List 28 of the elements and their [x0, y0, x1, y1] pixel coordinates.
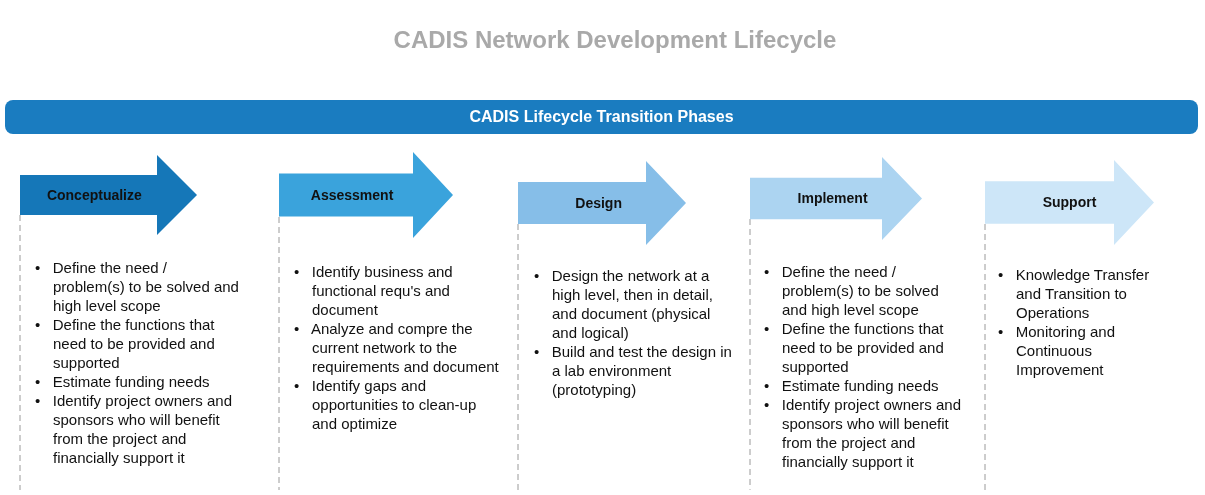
- title: CADIS Network Development Lifecycle: [392, 25, 838, 55]
- arrow-shape: [750, 157, 922, 240]
- bullet-item: • Define the need / problem(s) to be solved and high level scope: [764, 262, 940, 319]
- phase-label: Assessment: [310, 185, 394, 205]
- phase-label: Implement: [797, 189, 868, 208]
- arrow-shape: [279, 152, 453, 238]
- phase-label: Design: [575, 193, 622, 213]
- bullet-item: • Knowledge Transfer and Transition to Operations: [998, 265, 1151, 322]
- bullet-item: • Design the network at a high level, then in detail, and document (physical and logical): [534, 266, 714, 342]
- arrow-shape: [985, 160, 1154, 245]
- bullet-item: • Analyze and compre the current network to the requirements and document: [294, 319, 500, 376]
- bullet-item: • Build and test the design in a lab environment (prototyping): [534, 342, 733, 399]
- bullet-item: • Estimate funding needs: [35, 372, 211, 391]
- bullet-item: • Identify project owners and sponsors who will benefit from the project and financially support it: [35, 391, 234, 467]
- phase-banner: [5, 100, 1198, 134]
- bullet-item: • Monitoring and Continuous Improvement: [998, 322, 1116, 379]
- bullet-item: • Identify business and functional requ's and document: [294, 262, 454, 319]
- bullet-item: • Define the functions that need to be provided and supported: [35, 315, 216, 372]
- bullet-item: • Identify gaps and opportunities to clean-up and optimize: [294, 376, 478, 433]
- arrow-shape: [518, 161, 686, 245]
- arrow-shape: [20, 155, 197, 235]
- bullet-item: • Define the need / problem(s) to be solved and high level scope: [35, 258, 240, 315]
- phase-label: Conceptualize: [46, 185, 142, 205]
- bullet-item: • Estimate funding needs: [764, 376, 940, 395]
- phase-label: Support: [1042, 193, 1097, 212]
- bullet-item: • Define the functions that need to be provided and supported: [764, 319, 945, 376]
- bullet-item: • Identify project owners and sponsors who will benefit from the project and financially support it: [764, 395, 963, 471]
- banner-heading: CADIS Lifecycle Transition Phases: [469, 107, 734, 127]
